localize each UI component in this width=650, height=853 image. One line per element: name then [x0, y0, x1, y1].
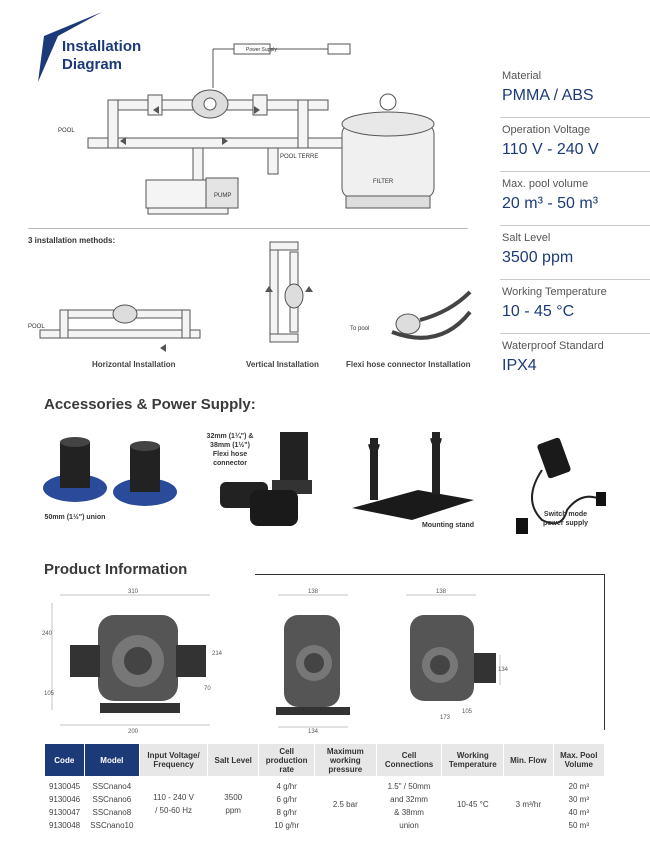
page-title: Installation Diagram — [62, 38, 142, 73]
table-codes: 9130045 9130046 9130047 9130048 — [48, 782, 81, 830]
spec-material: Material PMMA / ABS — [500, 64, 650, 118]
accessories-title: Accessories & Power Supply: — [44, 396, 256, 413]
front-dimension-drawing: 310 240 105 214 70 200 — [42, 589, 223, 735]
table-header-salt: Salt Level — [207, 744, 260, 776]
spec-waterproof: Waterproof Standard IPX4 — [502, 340, 604, 374]
product-info-rule-vertical — [604, 574, 605, 730]
dim-310: 310 — [128, 589, 139, 595]
horizontal-installation-caption: Horizontal Installation — [92, 360, 176, 369]
installation-diagram: Power Supply POOL POOL TERRE FILTER PUMP — [58, 43, 435, 215]
filter-label: FILTER — [373, 179, 394, 185]
table-header-rate: Cell production rate — [258, 744, 315, 776]
flexi-hose-connector-image — [220, 432, 312, 526]
dim-138-b: 138 — [436, 589, 447, 595]
methods-title: 3 installation methods: — [28, 236, 116, 245]
product-info-title: Product Information — [44, 561, 188, 578]
methods-divider — [28, 228, 468, 229]
table-header-row: Code Model Input Voltage/ Frequency Salt… — [45, 744, 606, 776]
spec-table: Code Model Input Voltage/ Frequency Salt… — [45, 744, 606, 832]
product-info-rule — [255, 574, 605, 575]
table-volumes: 20 m³ 30 m³ 40 m³ 50 m³ — [568, 782, 589, 830]
methods-pool-label: POOL — [28, 324, 45, 330]
dim-240: 240 — [42, 631, 53, 637]
power-supply-image — [516, 437, 606, 534]
dim-134-h: 134 — [498, 667, 509, 673]
pool-label: POOL — [58, 128, 75, 134]
side-dimension-drawing: 138 134 — [276, 589, 350, 735]
table-header-connections: Cell Connections — [376, 744, 443, 776]
dim-105-b: 105 — [462, 709, 473, 715]
table-salt: 3500 ppm — [224, 793, 243, 815]
dim-214: 214 — [212, 651, 223, 657]
dim-134: 134 — [308, 729, 319, 735]
table-models: SSCnano4 SSCnano6 SSCnano8 SSCnano10 — [90, 782, 134, 830]
flexi-caption: 32mm (1¼") & 38mm (1½") Flexi hose conne… — [206, 433, 254, 467]
table-rates: 4 g/hr 6 g/hr 8 g/hr 10 g/hr — [274, 782, 300, 830]
table-header-temperature: Working Temperature — [441, 744, 505, 776]
union-image — [43, 437, 177, 506]
table-header-model: Model — [84, 744, 141, 776]
table-pressure: 2.5 bar — [332, 799, 358, 809]
table-row: 9130045 9130046 9130047 9130048 SSCnano4… — [45, 776, 605, 832]
to-pool-label: To pool — [350, 326, 369, 332]
spec-pool-volume: Max. pool volume 20 m³ - 50 m³ — [500, 172, 650, 226]
table-header-volume: Max. Pool Volume — [553, 744, 606, 776]
flexi-installation-caption: Flexi hose connector Installation — [346, 360, 471, 369]
spec-panel: Material PMMA / ABS Operation Voltage 11… — [500, 64, 650, 388]
mounting-stand-image — [352, 432, 474, 520]
corner-decoration — [38, 12, 102, 82]
dim-173: 173 — [440, 715, 451, 720]
table-header-flow: Min. Flow — [503, 744, 554, 776]
dim-138-a: 138 — [308, 589, 319, 595]
table-flow: 3 m³/hr — [515, 799, 541, 809]
table-header-pressure: Maximum working pressure — [314, 744, 377, 776]
spec-voltage: Operation Voltage 110 V - 240 V — [500, 118, 650, 172]
table-temperature: 10-45 °C — [456, 799, 489, 809]
psu-caption: Switch mode power supply — [542, 511, 589, 527]
pool-terre-label: POOL TERRE — [280, 154, 318, 160]
dim-70: 70 — [204, 686, 211, 692]
dim-200: 200 — [128, 729, 139, 735]
table-header-voltage: Input Voltage/ Frequency — [139, 744, 208, 776]
power-supply-label: Power Supply — [246, 47, 277, 53]
table-header-code: Code — [45, 744, 85, 776]
spec-salt-level: Salt Level 3500 ppm — [500, 226, 650, 280]
vertical-installation-caption: Vertical Installation — [246, 360, 319, 369]
dim-105: 105 — [44, 691, 55, 697]
spec-temperature: Working Temperature 10 - 45 °C — [500, 280, 650, 334]
installation-methods-diagram: POOL To pool — [28, 241, 472, 352]
stand-caption: Mounting stand — [421, 522, 475, 529]
table-connections: 1.5" / 50mm and 32mm & 38mm union — [387, 782, 431, 830]
pump-label: PUMP — [214, 193, 231, 199]
union-caption: 50mm (1½") union — [44, 514, 106, 521]
table-voltage: 110 - 240 V / 50-60 Hz — [153, 793, 194, 815]
top-dimension-drawing: 138 134 105 173 — [406, 589, 509, 720]
